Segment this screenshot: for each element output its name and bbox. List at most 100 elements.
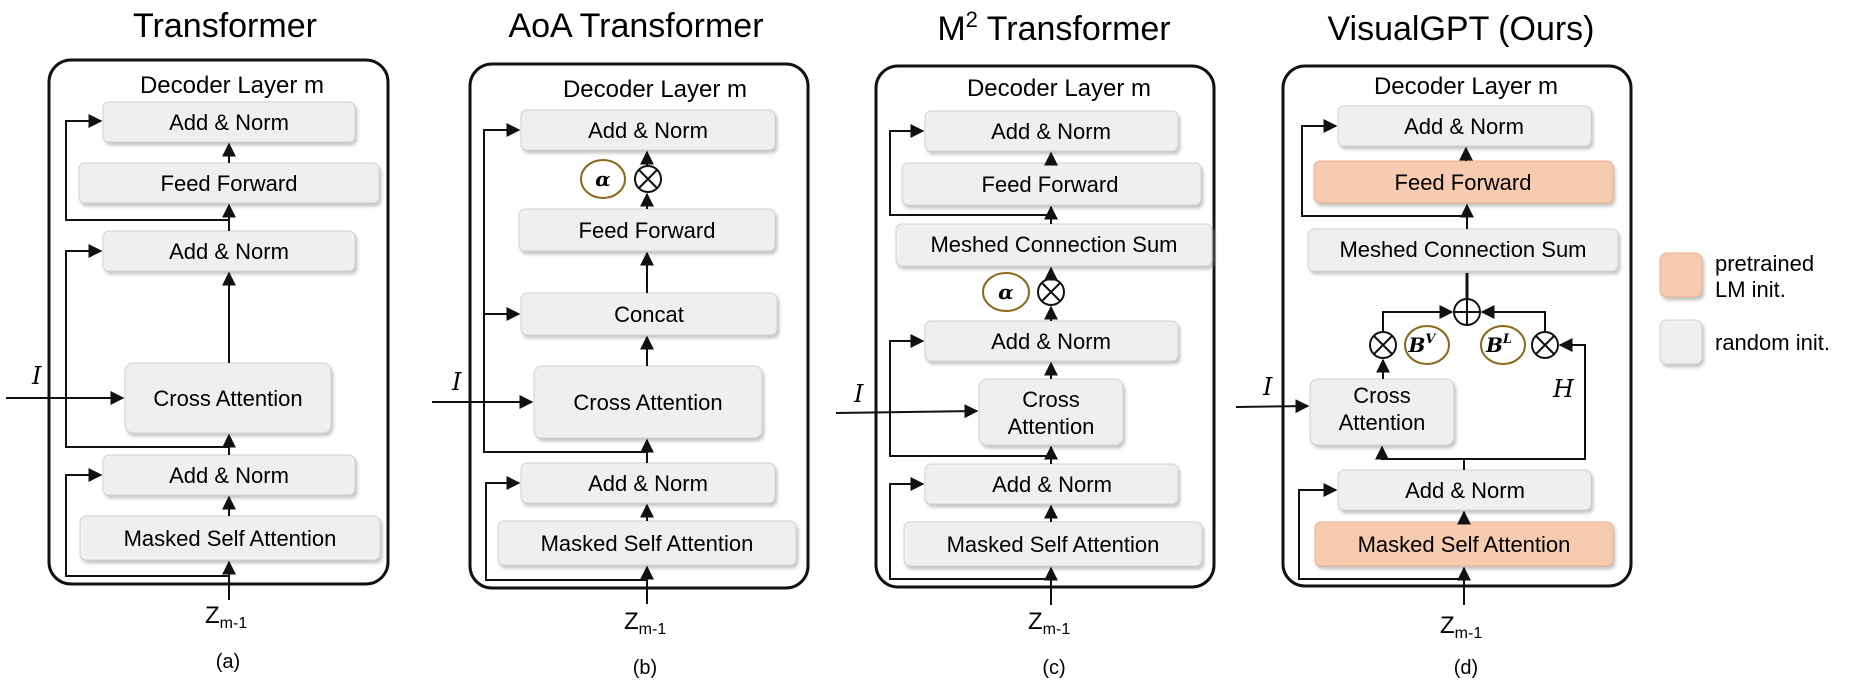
legend-pretrained-line1: pretrained [1715,251,1814,276]
panel-c-caption: (c) [1042,657,1065,679]
legend-swatch-pretrained [1659,252,1703,298]
panel-aoa-transformer: AoA Transformer Decoder Layer m Add & No… [432,7,810,679]
panel-b-connectors [432,123,654,604]
svg-text:Add & Norm: Add & Norm [991,329,1111,354]
svg-text:Attention: Attention [1339,410,1426,435]
svg-text:Add & Norm: Add & Norm [588,118,708,143]
panel-b-title: AoA Transformer [508,7,763,45]
svg-text:BV: BV [1408,332,1438,357]
panel-c-block-add-norm-mid: Add & Norm [924,320,1179,362]
panel-a-block-feed-forward: Feed Forward [78,162,380,204]
svg-text:Add & Norm: Add & Norm [1404,114,1524,139]
panel-a-layer-title: Decoder Layer m [140,72,324,99]
panel-a-title: Transformer [133,7,317,45]
svg-text:Add & Norm: Add & Norm [992,472,1112,497]
panel-d-block-add-norm-top: Add & Norm [1337,105,1592,147]
panel-c-layer-title: Decoder Layer m [967,75,1151,102]
svg-text:Cross Attention: Cross Attention [573,390,722,415]
svg-text:Masked Self Attention: Masked Self Attention [124,526,337,551]
svg-text:BL: BL [1485,332,1512,357]
panel-c-block-meshed-connection-sum: Meshed Connection Sum [895,223,1213,267]
svg-text:Add & Norm: Add & Norm [991,119,1111,144]
panel-b-block-concat: Concat [520,292,778,336]
legend: pretrained LM init. random init. [1659,251,1830,365]
svg-text:α: α [998,280,1013,304]
panel-d-title: VisualGPT (Ours) [1327,10,1594,48]
panel-b-z-label: Zm-1 [624,608,666,638]
svg-text:α: α [595,167,610,191]
svg-text:Attention: Attention [1008,414,1095,439]
panel-b-block-feed-forward: Feed Forward [518,208,776,252]
panel-c-connectors [835,124,1058,605]
panel-a-connectors [6,114,236,600]
panel-d-block-masked-self-attention-pretrained: Masked Self Attention [1314,521,1614,567]
panel-b-block-add-norm-top: Add & Norm [520,109,776,151]
svg-text:Concat: Concat [614,302,684,327]
panel-b-block-cross-attention: Cross Attention [533,365,763,439]
panel-c-multiply-icon [1037,278,1065,306]
panel-c-alpha-gate: α [982,272,1030,312]
panel-a-block-masked-self-attention: Masked Self Attention [79,515,381,561]
panel-d-block-feed-forward-pretrained: Feed Forward [1313,160,1614,204]
panel-b-multiply-icon [634,165,662,193]
panel-c-frame [874,64,1216,589]
panel-transformer: Transformer Decoder Layer m Add & Norm F… [6,7,390,673]
svg-text:Feed Forward: Feed Forward [161,171,298,196]
panel-c-block-cross-attention: Cross Attention [978,378,1124,446]
panel-b-block-add-norm-low: Add & Norm [520,462,776,504]
panel-m2-transformer: M2 Transformer Decoder Layer m Add & Nor… [835,7,1216,679]
svg-text:Feed Forward: Feed Forward [579,218,716,243]
panel-c-z-label: Zm-1 [1028,608,1070,638]
panel-c-title: M2 Transformer [937,7,1170,48]
panel-a-input-label: I [31,362,42,390]
panel-a-block-add-norm-low: Add & Norm [102,454,356,496]
panel-visualgpt: VisualGPT (Ours) Decoder Layer m Add & N… [1235,10,1633,679]
panel-a-block-add-norm-mid: Add & Norm [102,230,356,272]
panel-c-block-add-norm-top: Add & Norm [924,110,1179,152]
panel-d-block-cross-attention: Cross Attention [1309,378,1455,446]
panel-d-caption: (d) [1454,657,1478,679]
svg-text:Feed Forward: Feed Forward [1395,170,1532,195]
panel-a-z-label: Zm-1 [205,602,247,632]
svg-text:Meshed Connection Sum: Meshed Connection Sum [1339,237,1586,262]
panel-d-block-add-norm-low: Add & Norm [1337,469,1592,511]
panel-d-connectors [1235,119,1586,605]
legend-swatch-random [1659,319,1703,365]
panel-c-block-feed-forward: Feed Forward [901,162,1202,206]
panel-c-block-add-norm-low: Add & Norm [924,463,1179,505]
panel-a-block-cross-attention: Cross Attention [124,362,332,434]
panel-d-gate-bl: BL [1480,325,1526,365]
svg-text:Masked Self Attention: Masked Self Attention [541,531,754,556]
svg-text:Add & Norm: Add & Norm [169,463,289,488]
panel-d-input-label: I [1262,373,1273,401]
panel-b-alpha-gate: α [580,159,626,199]
panel-b-block-masked-self-attention: Masked Self Attention [497,520,797,566]
legend-pretrained-line2: LM init. [1715,277,1786,302]
panel-c-input-label: I [853,380,864,408]
svg-text:Cross Attention: Cross Attention [153,386,302,411]
panel-b-layer-title: Decoder Layer m [563,76,747,103]
panel-b-frame [468,62,810,590]
svg-text:Add & Norm: Add & Norm [169,239,289,264]
panel-a-frame [47,58,390,586]
panel-d-frame [1281,64,1633,588]
panel-b-input-label: I [451,368,462,396]
panel-d-layer-title: Decoder Layer m [1374,73,1558,100]
panel-d-h-label: H [1552,375,1575,403]
svg-text:Add & Norm: Add & Norm [169,110,289,135]
panel-c-block-masked-self-attention: Masked Self Attention [903,521,1203,567]
panel-d-plus-icon [1453,298,1481,326]
svg-text:Cross: Cross [1022,387,1079,412]
svg-text:Cross: Cross [1353,383,1410,408]
panel-d-gate-bv: BV [1404,325,1450,365]
svg-text:Add & Norm: Add & Norm [1405,478,1525,503]
svg-text:Masked Self Attention: Masked Self Attention [1358,532,1571,557]
panel-d-z-label: Zm-1 [1440,612,1482,642]
svg-text:Meshed Connection Sum: Meshed Connection Sum [930,232,1177,257]
svg-text:Feed Forward: Feed Forward [982,172,1119,197]
legend-random: random init. [1715,330,1830,355]
panel-d-block-meshed-connection-sum: Meshed Connection Sum [1307,228,1619,272]
panel-d-multiply-icon-right [1531,331,1559,359]
svg-text:Add & Norm: Add & Norm [588,471,708,496]
